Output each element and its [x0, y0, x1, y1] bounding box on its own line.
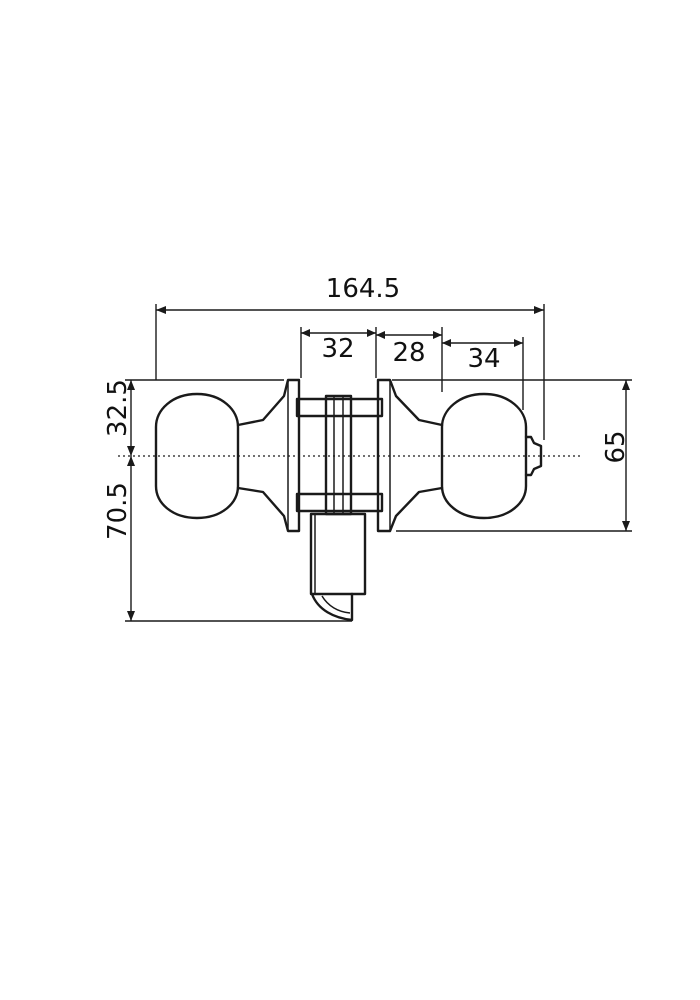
- dim-label-overall-width: 164.5: [326, 274, 400, 304]
- dim-right-vertical: [392, 379, 632, 532]
- left-rose: [236, 378, 301, 533]
- dim-top-chain: [300, 327, 524, 410]
- dim-label-spindle-gap: 28: [392, 338, 425, 368]
- left-knob: [154, 392, 240, 520]
- dim-left-vertical: [125, 379, 352, 622]
- right-rose: [376, 378, 444, 533]
- latch-assembly: [295, 394, 384, 622]
- dim-label-knob-width: 34: [467, 344, 500, 374]
- dim-label-lower-height: 70.5: [103, 482, 133, 540]
- dim-label-rose-thickness: 32: [321, 334, 354, 364]
- dim-overall-width: [155, 304, 545, 440]
- dim-label-rose-height: 65: [601, 430, 631, 463]
- right-knob: [440, 392, 543, 520]
- dim-label-upper-height: 32.5: [103, 379, 133, 437]
